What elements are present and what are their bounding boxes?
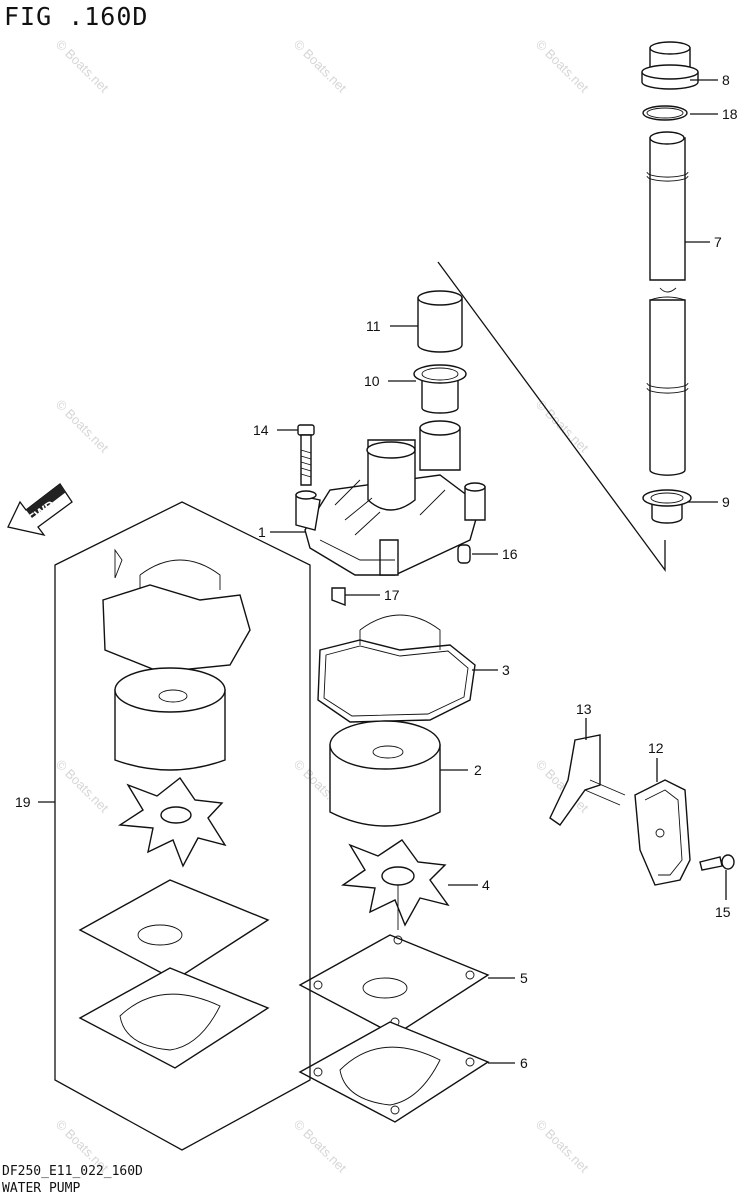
callout-3: 3 — [502, 662, 510, 678]
callout-16: 16 — [502, 546, 518, 562]
watermark: © Boats.net — [53, 397, 112, 456]
part-4-impeller — [341, 839, 450, 930]
watermark: © Boats.net — [53, 757, 112, 816]
callout-13: 13 — [576, 701, 592, 717]
watermark: © Boats.net — [291, 37, 350, 96]
part-3-housing-gasket — [317, 614, 476, 723]
callout-19: 19 — [15, 794, 31, 810]
callout-2: 2 — [474, 762, 482, 778]
callout-11: 11 — [366, 318, 381, 334]
part-11-sleeve — [417, 290, 463, 353]
tube-group-bracket — [437, 261, 666, 572]
callout-15: 15 — [715, 904, 731, 920]
part-8-guide-cap — [641, 41, 699, 90]
callout-17: 17 — [384, 587, 400, 603]
diagram-caption: WATER PUMP — [2, 1181, 81, 1196]
part-15-screw — [699, 854, 735, 871]
part-5-under-panel — [298, 934, 490, 1036]
callout-9: 9 — [722, 494, 730, 510]
diagram-code: DF250_E11_022_160D — [2, 1164, 143, 1179]
callout-12: 12 — [648, 740, 664, 756]
callout-4: 4 — [482, 877, 490, 893]
part-19-repair-kit — [54, 501, 311, 1151]
part-10-seal — [413, 364, 467, 414]
watermark: © Boats.net — [533, 1117, 592, 1176]
part-12-anode-plate — [634, 779, 691, 886]
part-16-dowel-pin — [457, 544, 471, 564]
fwd-arrow-icon: FWD — [7, 483, 73, 537]
leader-lines — [38, 79, 727, 1064]
watermark: © Boats.net — [291, 1117, 350, 1176]
callout-5: 5 — [520, 970, 528, 986]
watermark: © Boats.net — [533, 37, 592, 96]
part-18-o-ring — [642, 105, 688, 121]
figure-title: FIG .160D — [4, 2, 149, 31]
watermark: © Boats.net — [53, 37, 112, 96]
part-1-pump-case — [295, 420, 486, 576]
callout-labels: 8 18 7 9 11 10 14 1 16 17 3 2 4 5 6 19 1… — [15, 72, 738, 1071]
callout-6: 6 — [520, 1055, 528, 1071]
watermark: © Boats.net — [533, 397, 592, 456]
part-13-bracket — [549, 734, 626, 826]
part-17-key — [331, 587, 346, 607]
part-2-pump-liner — [329, 720, 441, 827]
part-9-grommet — [642, 489, 692, 524]
callout-18: 18 — [722, 106, 738, 122]
callout-7: 7 — [714, 234, 722, 250]
part-7-water-tube — [646, 131, 689, 476]
callout-10: 10 — [364, 373, 380, 389]
callout-1: 1 — [258, 524, 266, 540]
part-6-panel-gasket — [298, 1021, 490, 1123]
callout-8: 8 — [722, 72, 730, 88]
part-14-bolt — [297, 424, 315, 486]
callout-14: 14 — [253, 422, 269, 438]
